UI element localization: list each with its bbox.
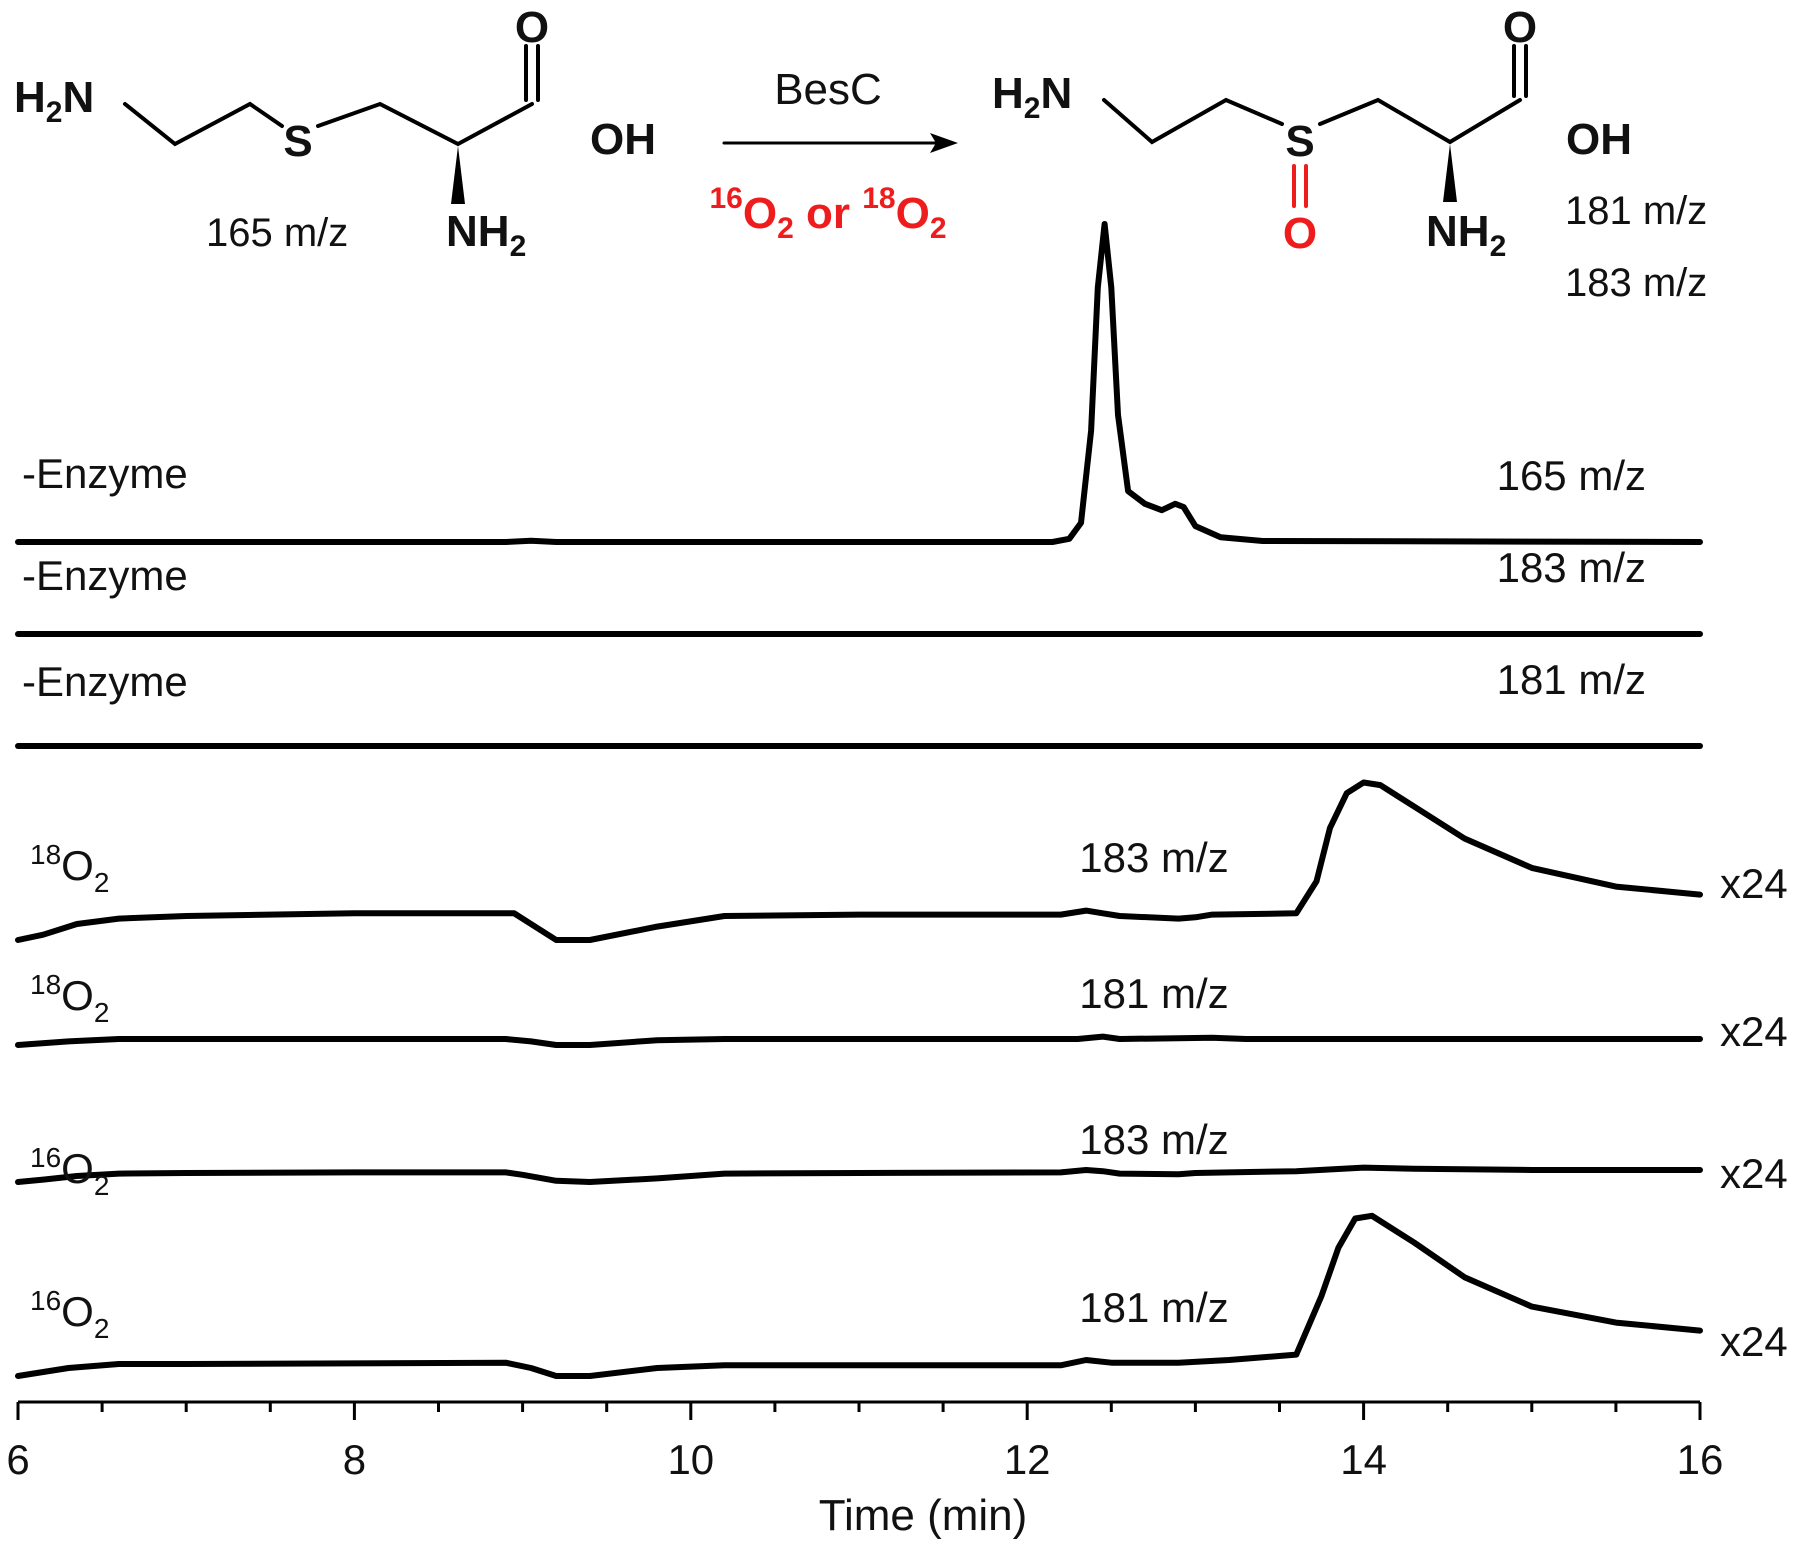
product-wedge-bond [1443, 144, 1457, 202]
trace-label-subscript: 2 [94, 997, 110, 1028]
trace-label-isotope: 18 [30, 969, 61, 1000]
trace-group: -Enzyme 183 m/z [15, 544, 1703, 637]
product-mass-label-181: 181 m/z [1565, 189, 1707, 233]
enzyme-label: BesC [774, 65, 882, 114]
trace-label: -Enzyme [22, 658, 188, 705]
oxygen-isotopes-label: 16O2 or 18O2 [709, 182, 946, 245]
trace-label: 16O2 [30, 1285, 109, 1344]
trace-mz-label: 165 m/z [1497, 452, 1646, 499]
x-tick-label: 10 [667, 1436, 714, 1483]
substrate-chain-bonds [123, 101, 284, 147]
x-axis-title: Time (min) [819, 1491, 1028, 1540]
x-tick-label: 14 [1340, 1436, 1387, 1483]
trace-label-element: O [61, 842, 94, 889]
substrate-backbone-bonds [316, 101, 534, 147]
product-structure: H2N S O O OH NH2 181 m/z 183 m/z [992, 3, 1707, 305]
trace-label: -Enzyme [22, 552, 188, 599]
substrate-carbonyl-oxygen: O [515, 3, 549, 52]
trace-mz-label: 181 m/z [1079, 970, 1228, 1017]
trace-line [15, 1164, 1703, 1185]
trace-label-isotope: 16 [30, 1285, 61, 1316]
trace-group: 16O2 183 m/z x24 [15, 1116, 1788, 1201]
product-mass-label-183: 183 m/z [1565, 261, 1707, 305]
trace-mz-label: 181 m/z [1079, 1284, 1228, 1331]
trace-group: -Enzyme 165 m/z [15, 221, 1703, 545]
product-chain-bonds [1102, 97, 1284, 145]
trace-line [15, 1033, 1703, 1048]
trace-label-element: O [61, 1145, 94, 1192]
trace-line [15, 779, 1703, 943]
sulfoxide-oxygen: O [1283, 209, 1317, 258]
substrate-alpha-amine: NH2 [446, 207, 526, 263]
reaction-arrow: BesC 16O2 or 18O2 [709, 65, 958, 245]
substrate-amine-label: H2N [14, 73, 94, 129]
product-carbonyl-oxygen: O [1503, 3, 1537, 52]
trace-line [15, 221, 1703, 545]
trace-mz-label: 183 m/z [1497, 544, 1646, 591]
trace-group: 18O2 183 m/z x24 [15, 779, 1788, 943]
chromatogram-traces: -Enzyme 165 m/z -Enzyme 183 m/z -Enzyme 181 m… [15, 221, 1788, 1379]
trace-label-isotope: 16 [30, 1142, 61, 1173]
substrate-structure: H2N S O OH NH2 165 m/z [14, 3, 656, 263]
substrate-hydroxyl-label: OH [590, 115, 656, 164]
x-tick-label: 16 [1677, 1436, 1724, 1483]
x-tick-label: 6 [6, 1436, 29, 1483]
trace-group: 16O2 181 m/z x24 [15, 1212, 1788, 1379]
trace-scale-label: x24 [1720, 860, 1788, 907]
trace-group: -Enzyme 181 m/z [15, 656, 1703, 749]
trace-label: 18O2 [30, 969, 109, 1028]
trace-mz-label: 183 m/z [1079, 834, 1228, 881]
trace-label: -Enzyme [22, 450, 188, 497]
product-alpha-amine: NH2 [1426, 207, 1506, 263]
x-tick-label: 8 [343, 1436, 366, 1483]
trace-label-element: O [61, 1288, 94, 1335]
arrow-head-icon [930, 133, 958, 153]
trace-label: 18O2 [30, 839, 109, 898]
x-tick-label: 12 [1004, 1436, 1051, 1483]
trace-label-isotope: 18 [30, 839, 61, 870]
product-amine-label: H2N [992, 69, 1072, 125]
product-backbone-bonds [1318, 97, 1522, 145]
substrate-mass-label: 165 m/z [206, 211, 348, 255]
trace-scale-label: x24 [1720, 1318, 1788, 1365]
substrate-wedge-bond [451, 146, 465, 204]
trace-label-subscript: 2 [94, 867, 110, 898]
trace-mz-label: 183 m/z [1079, 1116, 1228, 1163]
trace-label: 16O2 [30, 1142, 109, 1201]
trace-label-subscript: 2 [94, 1170, 110, 1201]
product-sulfur-label: S [1285, 117, 1314, 166]
x-axis: Time (min) 6 8 10 12 14 16 [6, 1400, 1724, 1540]
trace-line [15, 1212, 1703, 1379]
product-hydroxyl-label: OH [1566, 115, 1632, 164]
trace-group: 18O2 181 m/z x24 [15, 969, 1788, 1055]
trace-label-subscript: 2 [94, 1313, 110, 1344]
trace-scale-label: x24 [1720, 1150, 1788, 1197]
trace-label-element: O [61, 972, 94, 1019]
trace-mz-label: 181 m/z [1497, 656, 1646, 703]
trace-scale-label: x24 [1720, 1008, 1788, 1055]
substrate-sulfur-label: S [283, 117, 312, 166]
